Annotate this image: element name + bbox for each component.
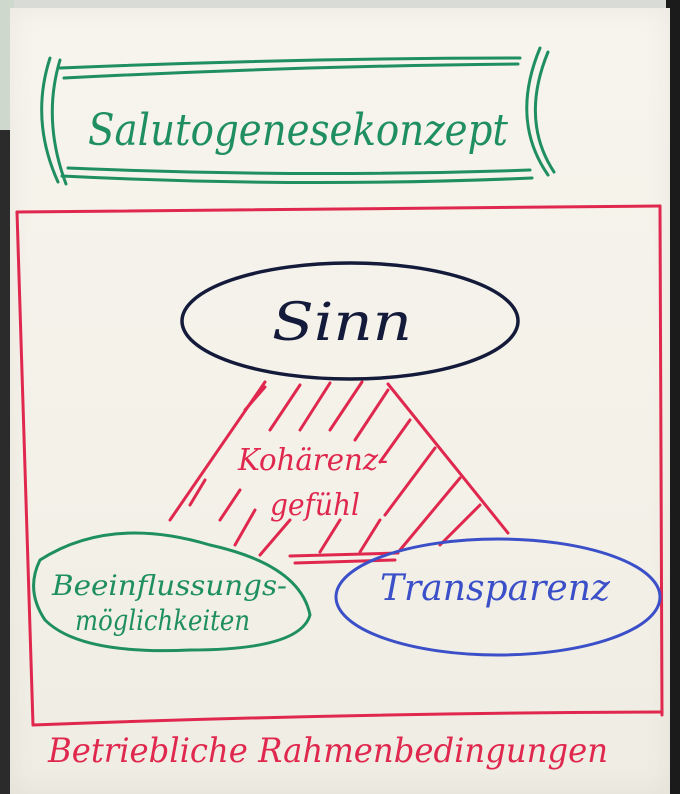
sinn-text: Sinn [272, 293, 412, 353]
koherenz-triangle [168, 380, 510, 565]
background-top [0, 0, 680, 10]
transparenz-ellipse [334, 537, 662, 657]
beeinflussung-ellipse [32, 531, 312, 653]
sinn-ellipse [180, 261, 520, 381]
flipchart-paper [10, 8, 670, 794]
conditions-frame [15, 204, 664, 727]
koherenz-text-1: Kohärenz- [237, 443, 388, 478]
rahmenbedingungen-text: Betriebliche Rahmenbedingungen [47, 731, 608, 771]
beeinflussung-text-1: Beeinflussungs- [51, 569, 287, 602]
koherenz-text-2: gefühl [270, 488, 360, 523]
beeinflussung-text-2: möglichkeiten [75, 604, 250, 637]
title-text: Salutogenesekonzept [88, 105, 508, 156]
title-scroll-frame [40, 46, 556, 186]
transparenz-text: Transparenz [380, 568, 611, 609]
